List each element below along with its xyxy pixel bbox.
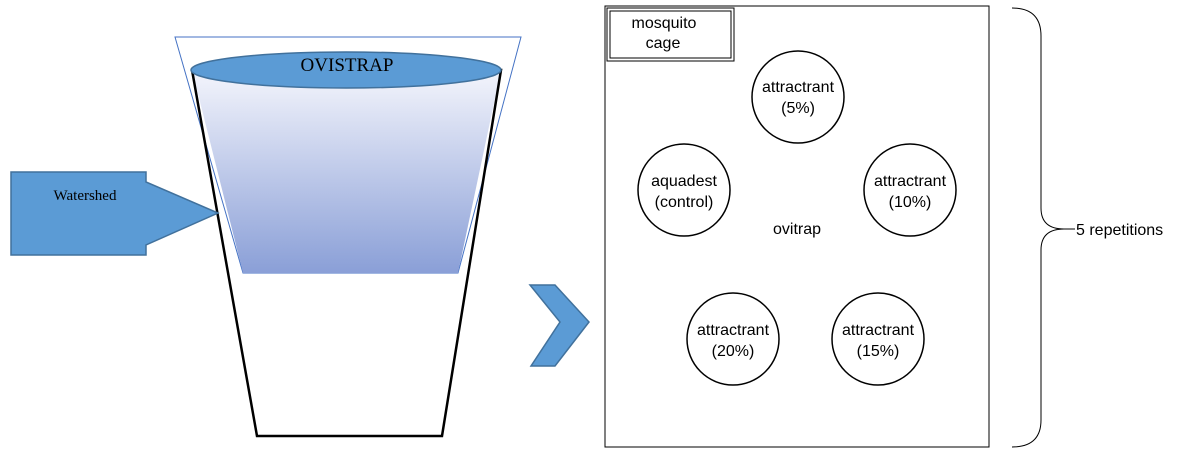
cage-label-line1: mosquito: [632, 15, 697, 32]
circle-label-line1: attractrant: [697, 322, 770, 339]
circle-label-line2: (control): [655, 194, 714, 211]
circle-aquadest-control: aquadest (control): [637, 143, 731, 237]
cage-label-box: [606, 7, 735, 62]
repetitions-brace: [1011, 7, 1065, 448]
circle-label-line1: aquadest: [651, 173, 717, 190]
circle-attractant-20: attractrant (20%): [686, 292, 780, 386]
circle-label-line2: (5%): [781, 100, 815, 117]
cage-label-box-inner: [609, 10, 732, 59]
circle-label-line1: attractrant: [842, 322, 915, 339]
watershed-label: Watershed: [54, 188, 117, 204]
circle-attractant-10: attractrant (10%): [863, 143, 957, 237]
circle-label-line2: (20%): [712, 343, 755, 360]
ovitrap-water: [192, 70, 501, 273]
cage-border: [604, 5, 990, 448]
cage-label-line2: cage: [646, 35, 681, 52]
ovitrap-illustration: OVISTRAP Watershed: [10, 36, 522, 438]
mosquito-cage: mosquito cage attractrant (5%) aquadest …: [604, 5, 990, 448]
ovitrap-center-label: ovitrap: [773, 221, 821, 238]
circle-label-line1: attractrant: [874, 173, 947, 190]
circle-label-line2: (15%): [857, 343, 900, 360]
flow-arrow: [528, 284, 590, 367]
circle-label-line2: (10%): [889, 194, 932, 211]
ovitrap-title: OVISTRAP: [301, 55, 394, 76]
circle-attractant-5: attractrant (5%): [751, 50, 845, 144]
watershed-arrow: [10, 171, 220, 256]
circle-attractant-15: attractrant (15%): [831, 292, 925, 386]
ovitrap-lid: [190, 51, 502, 89]
circle-label-line1: attractrant: [762, 79, 835, 96]
repetitions-label: 5 repetitions: [1076, 222, 1163, 239]
